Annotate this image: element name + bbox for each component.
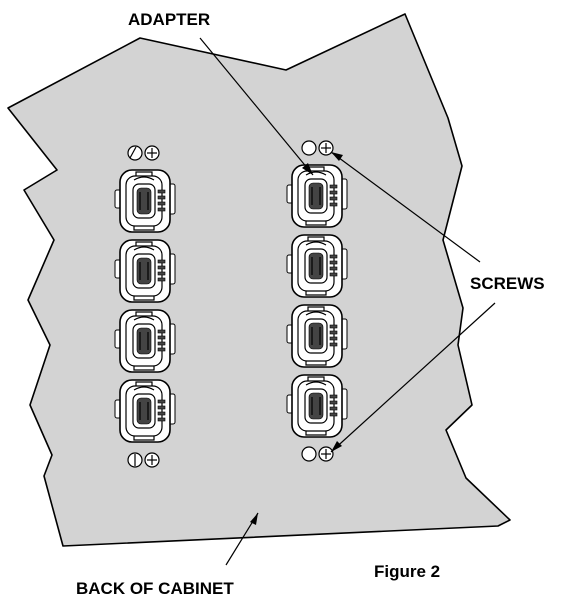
connector-adapter-icon [286,234,348,298]
left-connector-column [114,169,176,443]
screw-slotted-icon [127,145,143,161]
connector-adapter-icon [286,374,348,438]
connector-adapter-icon [286,164,348,228]
screws-arrowhead-top [331,152,343,161]
connector-adapter-icon [286,304,348,368]
screw-slotted-icon [127,452,143,468]
screw-pair-top-left [127,145,160,161]
back-of-cabinet-label: BACK OF CABINET [76,579,234,598]
cabinet-panel [7,13,511,547]
screws-leader-bottom [330,302,496,453]
screws-leader-top [330,151,481,263]
screws-arrowhead-bottom [331,441,342,452]
screw-plain-icon [301,446,317,462]
connector-adapter-icon [114,239,176,303]
right-connector-column [286,164,348,438]
adapter-label: ADAPTER [128,10,210,29]
screw-phillips-icon [318,446,334,462]
screw-phillips-icon [144,145,160,161]
screw-pair-top-right [301,140,334,156]
screw-phillips-icon [144,452,160,468]
adapter-leader-line [199,37,314,176]
adapter-arrowhead [302,163,313,175]
connector-adapter-icon [114,379,176,443]
connector-adapter-icon [114,309,176,373]
screw-pair-bottom-right [301,446,334,462]
screw-pair-bottom-left [127,452,160,468]
figure-caption: Figure 2 [374,562,440,581]
screw-phillips-icon [318,140,334,156]
connector-adapter-icon [114,169,176,233]
screw-plain-icon [301,140,317,156]
screws-label: SCREWS [470,274,545,293]
cabinet-arrowhead [250,513,258,525]
